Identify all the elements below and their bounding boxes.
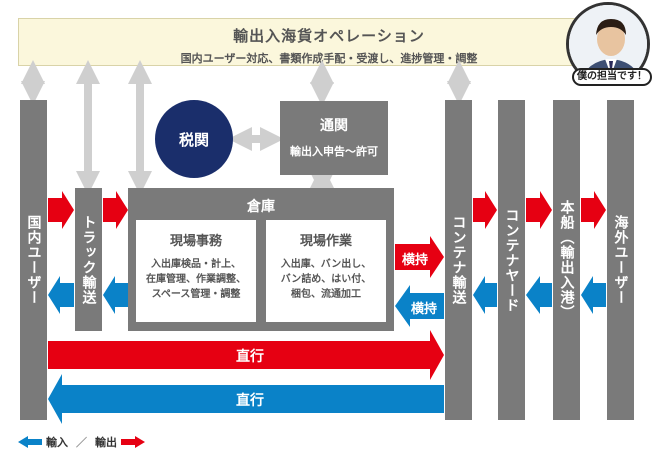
export-arrow-yard-ship: [526, 191, 552, 229]
office-line-2: 在庫管理、作業調整、: [146, 274, 246, 285]
column-container-yard: コンテナヤード: [498, 100, 525, 420]
operations-banner: 輸出入海貨オペレーション 国内ユーザー対応、書類作成手配・受渡し、進捗管理・調整: [18, 18, 640, 66]
export-arrow-ship-overseas: [581, 191, 606, 229]
clearance-node: 通関 輸出入申告〜許可: [280, 101, 388, 175]
field-line-2: バン詰め、はい付、: [280, 274, 372, 285]
import-arrow-yoko: [395, 285, 444, 327]
speech-bubble: 僕の担当です！: [572, 68, 652, 86]
column-domestic-user-label: 国内ユーザー: [25, 215, 42, 305]
export-arrow-container-yard: [473, 191, 497, 229]
office-line-1: 入出庫検品・計上、: [151, 259, 241, 270]
import-arrow-overseas-ship: [581, 276, 606, 314]
direct-import-label: 直行: [236, 393, 264, 409]
export-arrow-truck-warehouse: [103, 191, 128, 229]
column-domestic-user: 国内ユーザー: [20, 100, 47, 420]
yoko-import-label: 横持: [411, 302, 438, 317]
banner-title: 輸出入海貨オペレーション: [233, 27, 425, 45]
staff-avatar: 僕の担当です！: [566, 2, 654, 90]
customs-node: 税関: [155, 100, 233, 178]
export-arrow-direct: [48, 330, 444, 380]
office-work-lines: 入出庫検品・計上、 在庫管理、作業調整、 スペース管理・調整: [136, 257, 256, 302]
column-truck-transport-label: トラック輸送: [80, 214, 97, 305]
import-arrow-yard-container: [473, 276, 497, 314]
column-ship-label: 本船（輸出入港）: [558, 200, 575, 320]
banner-subtitle: 国内ユーザー対応、書類作成手配・受渡し、進捗管理・調整: [180, 52, 478, 65]
export-arrow-domestic-truck: [48, 191, 74, 229]
import-legend-arrow-icon: [18, 436, 42, 448]
column-container-transport: コンテナ輸送: [445, 100, 472, 420]
import-arrow-direct: [48, 374, 444, 424]
column-truck-transport: トラック輸送: [75, 188, 102, 331]
warehouse-title: 倉庫: [247, 199, 275, 215]
export-legend-arrow-icon: [121, 436, 145, 448]
legend-import-label: 輸入: [46, 436, 68, 449]
field-work-lines: 入出庫、バン出し、 バン詰め、はい付、 梱包、流通加工: [266, 257, 386, 302]
customs-label: 税関: [178, 130, 209, 149]
field-work-title: 現場作業: [299, 234, 352, 249]
direct-export-label: 直行: [236, 349, 264, 365]
column-container-yard-label: コンテナヤード: [503, 207, 520, 313]
legend: 輸入 ／ 輸出: [18, 432, 145, 452]
column-container-transport-label: コンテナ輸送: [450, 215, 467, 305]
column-overseas-user-label: 海外ユーザー: [612, 215, 629, 305]
field-work-box: 現場作業 入出庫、バン出し、 バン詰め、はい付、 梱包、流通加工: [266, 220, 386, 322]
column-overseas-user: 海外ユーザー: [607, 100, 634, 420]
legend-separator: ／: [76, 436, 87, 449]
office-work-box: 現場事務 入出庫検品・計上、 在庫管理、作業調整、 スペース管理・調整: [136, 220, 256, 322]
import-arrow-ship-yard: [526, 276, 552, 314]
office-line-3: スペース管理・調整: [151, 289, 241, 300]
clearance-title: 通関: [320, 118, 348, 134]
office-work-title: 現場事務: [169, 234, 222, 249]
import-arrow-truck-domestic: [48, 276, 74, 314]
clearance-subtitle: 輸出入申告〜許可: [290, 145, 378, 158]
export-arrow-yoko: [395, 236, 444, 278]
import-arrow-warehouse-truck: [103, 276, 128, 314]
column-ship: 本船（輸出入港）: [553, 100, 580, 420]
field-line-1: 入出庫、バン出し、: [280, 259, 372, 270]
field-line-3: 梱包、流通加工: [291, 289, 361, 300]
yoko-export-label: 横持: [402, 253, 429, 268]
legend-export-label: 輸出: [95, 436, 117, 449]
warehouse-node: 倉庫 現場事務 入出庫検品・計上、 在庫管理、作業調整、 スペース管理・調整 現…: [128, 188, 394, 331]
